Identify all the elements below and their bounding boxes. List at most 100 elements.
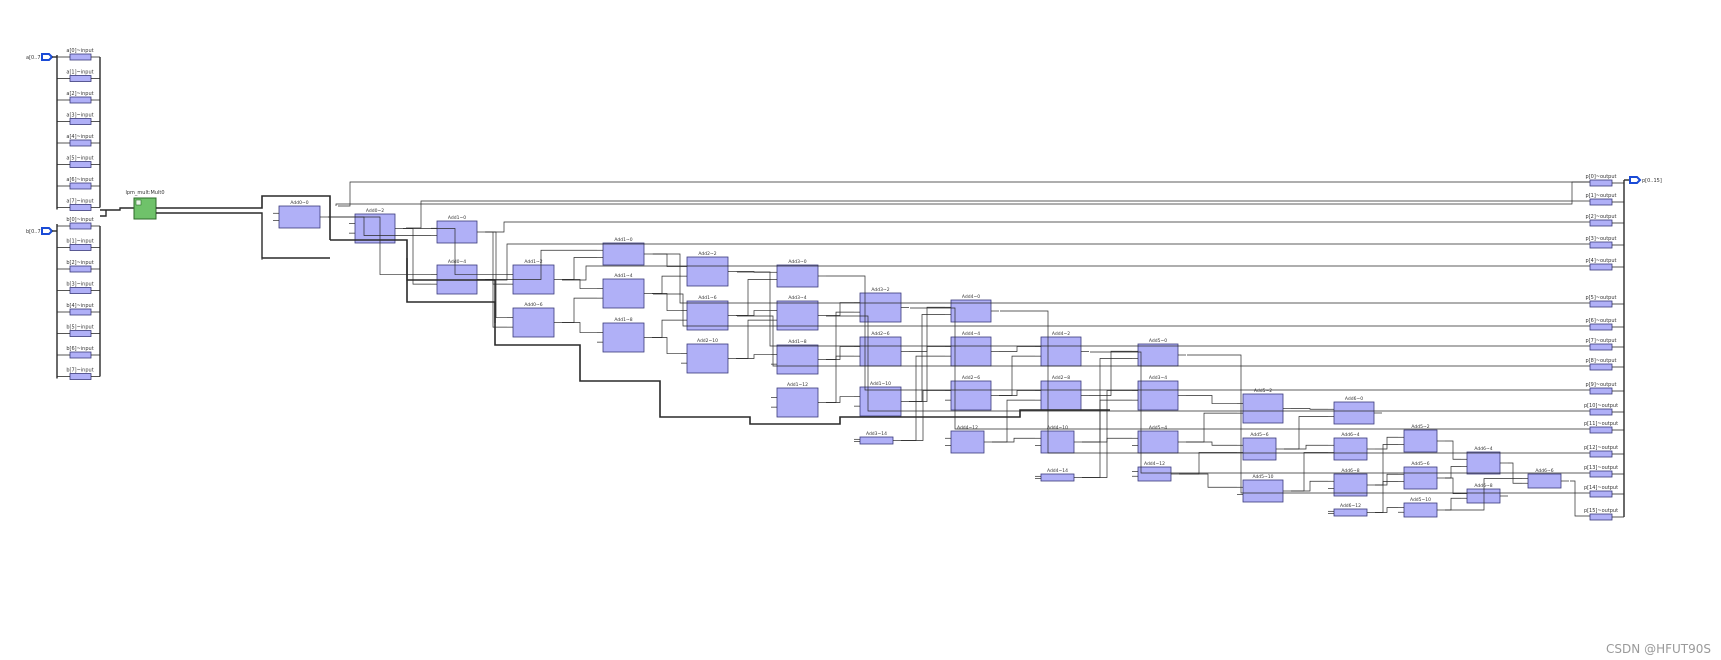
output-buffer-label: p[7]~output xyxy=(1586,338,1617,344)
input-buffer[interactable] xyxy=(69,139,92,147)
adder-block[interactable] xyxy=(436,220,478,244)
wire xyxy=(330,239,1110,425)
adder-block[interactable] xyxy=(1527,473,1562,489)
input-buffer[interactable] xyxy=(69,287,92,294)
input-buffer[interactable] xyxy=(69,351,92,359)
wire xyxy=(736,354,771,359)
adder-block[interactable] xyxy=(776,264,819,288)
wire xyxy=(992,399,1035,443)
adder-label: Add6~6 xyxy=(1535,468,1553,474)
output-buffer[interactable] xyxy=(1589,219,1613,227)
input-buffer[interactable] xyxy=(69,118,92,125)
adder-block[interactable] xyxy=(1040,336,1082,367)
output-buffer-label: p[8]~output xyxy=(1586,358,1617,364)
adder-block[interactable] xyxy=(1242,479,1284,503)
wire xyxy=(1187,354,1590,494)
adder-block[interactable] xyxy=(859,336,902,367)
wire xyxy=(826,275,1590,391)
adder-block[interactable] xyxy=(859,292,902,323)
adder-label: Add2~6 xyxy=(871,331,889,337)
adder-block[interactable] xyxy=(602,242,645,266)
adder-block[interactable] xyxy=(1403,429,1438,453)
adder-block[interactable] xyxy=(512,307,555,338)
adder-block[interactable] xyxy=(776,300,819,331)
adder-block[interactable] xyxy=(776,344,819,375)
input-buffer-label: b[5]~input xyxy=(66,325,93,331)
output-buffer[interactable] xyxy=(1589,343,1613,351)
input-port-icon[interactable] xyxy=(41,53,54,61)
adder-block[interactable] xyxy=(1040,473,1075,482)
adder-block[interactable] xyxy=(1137,343,1179,367)
output-buffer[interactable] xyxy=(1589,470,1613,478)
output-buffer[interactable] xyxy=(1589,241,1613,249)
adder-block[interactable] xyxy=(1137,430,1179,454)
adder-label: Add5~6 xyxy=(1250,432,1268,438)
adder-block[interactable] xyxy=(859,436,894,445)
wire xyxy=(909,314,945,402)
adder-block[interactable] xyxy=(950,336,992,367)
output-buffer[interactable] xyxy=(1589,450,1613,458)
input-buffer[interactable] xyxy=(69,373,92,380)
wire xyxy=(901,355,945,441)
input-buffer[interactable] xyxy=(69,244,92,251)
adder-block[interactable] xyxy=(776,387,819,418)
input-buffer[interactable] xyxy=(69,265,92,273)
output-buffer[interactable] xyxy=(1589,323,1613,331)
adder-block[interactable] xyxy=(1137,380,1179,411)
output-buffer[interactable] xyxy=(1589,363,1613,371)
adder-block[interactable] xyxy=(1333,437,1368,461)
input-buffer[interactable] xyxy=(69,308,92,316)
output-buffer[interactable] xyxy=(1589,426,1613,434)
adder-block[interactable] xyxy=(602,322,645,353)
wire xyxy=(486,221,1590,233)
input-buffer[interactable] xyxy=(69,96,92,104)
output-buffer[interactable] xyxy=(1589,179,1613,187)
output-buffer[interactable] xyxy=(1589,198,1613,206)
input-buffer[interactable] xyxy=(69,161,92,168)
output-buffer[interactable] xyxy=(1589,300,1613,308)
output-buffer[interactable] xyxy=(1589,408,1613,416)
wire xyxy=(652,293,681,311)
output-buffer[interactable] xyxy=(1589,490,1613,498)
output-port-icon[interactable] xyxy=(1629,176,1642,184)
input-port-icon[interactable] xyxy=(41,227,54,235)
wire xyxy=(403,228,431,285)
adder-block[interactable] xyxy=(950,380,992,411)
input-buffer-label: b[2]~input xyxy=(66,260,93,266)
output-buffer[interactable] xyxy=(1589,263,1613,271)
input-buffer[interactable] xyxy=(69,204,92,211)
adder-block[interactable] xyxy=(602,278,645,309)
wire xyxy=(1375,507,1398,513)
adder-block[interactable] xyxy=(686,256,729,287)
input-buffer-label: a[6]~input xyxy=(66,177,93,183)
input-buffer[interactable] xyxy=(69,75,92,82)
adder-block[interactable] xyxy=(1040,430,1075,454)
output-buffer[interactable] xyxy=(1589,387,1613,395)
adder-block[interactable] xyxy=(859,386,902,417)
output-buffer[interactable] xyxy=(1589,513,1613,521)
adder-block[interactable] xyxy=(278,205,321,229)
adder-block[interactable] xyxy=(1333,508,1368,517)
adder-block[interactable] xyxy=(1403,502,1438,518)
adder-block[interactable] xyxy=(950,430,985,454)
input-buffer-label: b[6]~input xyxy=(66,346,93,352)
adder-block[interactable] xyxy=(1242,437,1277,461)
input-buffer[interactable] xyxy=(69,182,92,190)
input-buffer[interactable] xyxy=(69,222,92,230)
input-buffer[interactable] xyxy=(69,53,92,61)
input-buffer[interactable] xyxy=(69,330,92,337)
adder-block[interactable] xyxy=(1333,401,1375,425)
adder-block[interactable] xyxy=(1242,393,1284,424)
wire xyxy=(1445,440,1461,460)
adder-block[interactable] xyxy=(1137,466,1172,482)
input-buffer-label: b[0]~input xyxy=(66,217,93,223)
adder-block[interactable] xyxy=(1040,380,1082,411)
wire xyxy=(1375,444,1398,486)
adder-block[interactable] xyxy=(1466,451,1501,475)
adder-block[interactable] xyxy=(354,213,396,244)
adder-block[interactable] xyxy=(686,343,729,374)
adder-label: Add4~14 xyxy=(1047,468,1068,474)
adder-block[interactable] xyxy=(1466,488,1501,504)
adder-block[interactable] xyxy=(686,300,729,331)
adder-block[interactable] xyxy=(1403,466,1438,490)
